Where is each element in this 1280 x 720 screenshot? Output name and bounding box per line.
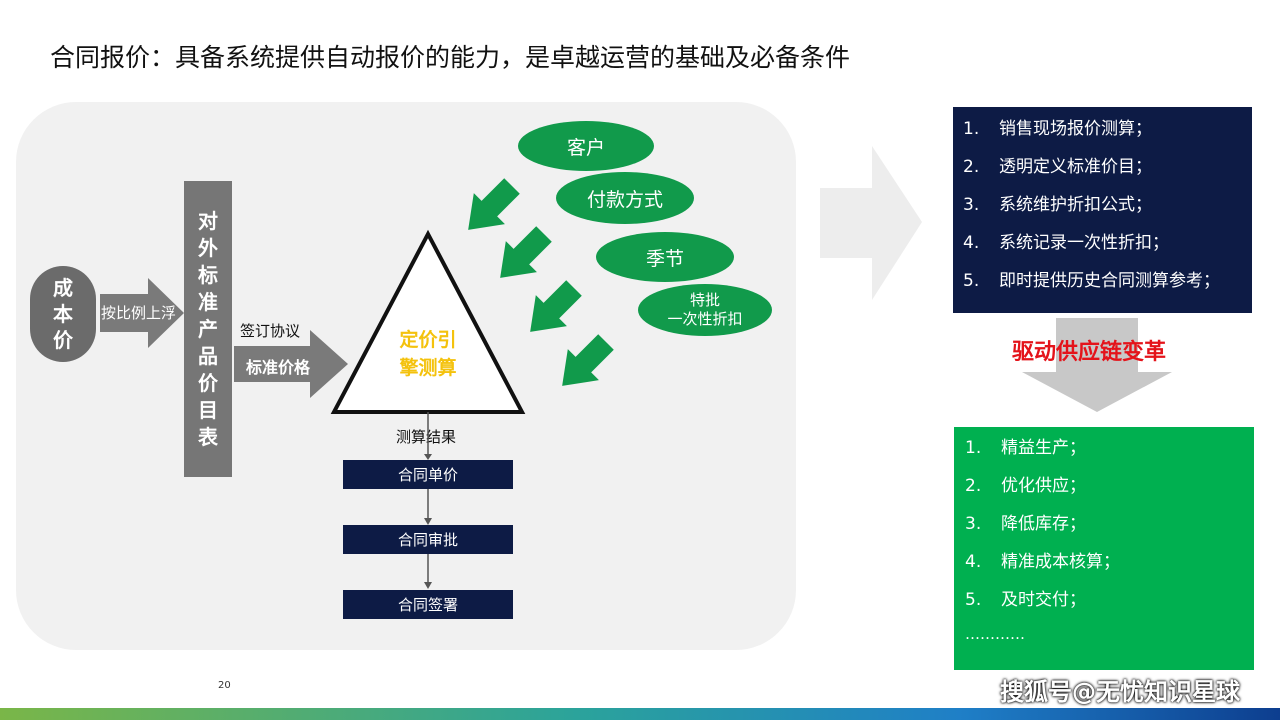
markup-label: 按比例上浮	[101, 304, 177, 322]
list-item: 3.降低库存；	[965, 514, 1086, 534]
list-item: 5.即时提供历史合同测算参考；	[963, 271, 1220, 291]
list-item: 5.及时交付；	[965, 590, 1086, 610]
price-list-bar: 对外标准产品价目表	[184, 181, 232, 477]
slide-title: 合同报价：具备系统提供自动报价的能力，是卓越运营的基础及必备条件	[50, 43, 851, 72]
agreement-label: 签订协议	[240, 322, 301, 340]
down-arrow	[1022, 318, 1172, 412]
standard-price-label: 标准价格	[246, 358, 311, 377]
capabilities-box: 1.销售现场报价测算； 2.透明定义标准价目； 3.系统维护折扣公式； 4.系统…	[953, 107, 1252, 313]
factor-arrows	[468, 178, 614, 386]
benefits-box: 1.精益生产； 2.优化供应； 3.降低库存； 4.精准成本核算； 5.及时交付…	[954, 427, 1254, 670]
result-label: 测算结果	[396, 428, 457, 446]
list-item: 1.精益生产；	[965, 438, 1086, 458]
step-contract-signing: 合同签署	[343, 590, 513, 619]
cost-price-label: 成本价	[53, 276, 73, 352]
standard-price-arrow	[234, 330, 348, 398]
footer-gradient-bar	[0, 708, 1280, 720]
factor-customer: 客户	[518, 121, 654, 171]
cost-price-node: 成本价	[30, 266, 96, 362]
flow-connectors	[424, 412, 432, 589]
big-right-arrow	[820, 146, 922, 300]
ellipsis: …………	[965, 625, 1025, 643]
list-item: 2.优化供应；	[965, 476, 1086, 496]
list-item: 3.系统维护折扣公式；	[963, 195, 1152, 215]
page-number: 20	[218, 680, 231, 691]
list-item: 2.透明定义标准价目；	[963, 157, 1152, 177]
factor-special-approval: 特批 一次性折扣	[638, 284, 772, 336]
price-list-label: 对外标准产品价目表	[198, 208, 218, 449]
markup-arrow	[100, 278, 184, 348]
list-item: 4.系统记录一次性折扣；	[963, 233, 1169, 253]
factor-payment-method: 付款方式	[556, 172, 694, 224]
list-item: 4.精准成本核算；	[965, 552, 1120, 572]
pricing-engine-label: 定价引擎测算	[399, 329, 457, 379]
list-item: 1.销售现场报价测算；	[963, 119, 1152, 139]
step-contract-unit-price: 合同单价	[343, 460, 513, 489]
drive-supply-chain-label: 驱动供应链变革	[1012, 340, 1167, 365]
factor-season: 季节	[596, 232, 734, 282]
step-contract-approval: 合同审批	[343, 525, 513, 554]
watermark: 搜狐号@无忧知识星球	[1000, 678, 1240, 706]
